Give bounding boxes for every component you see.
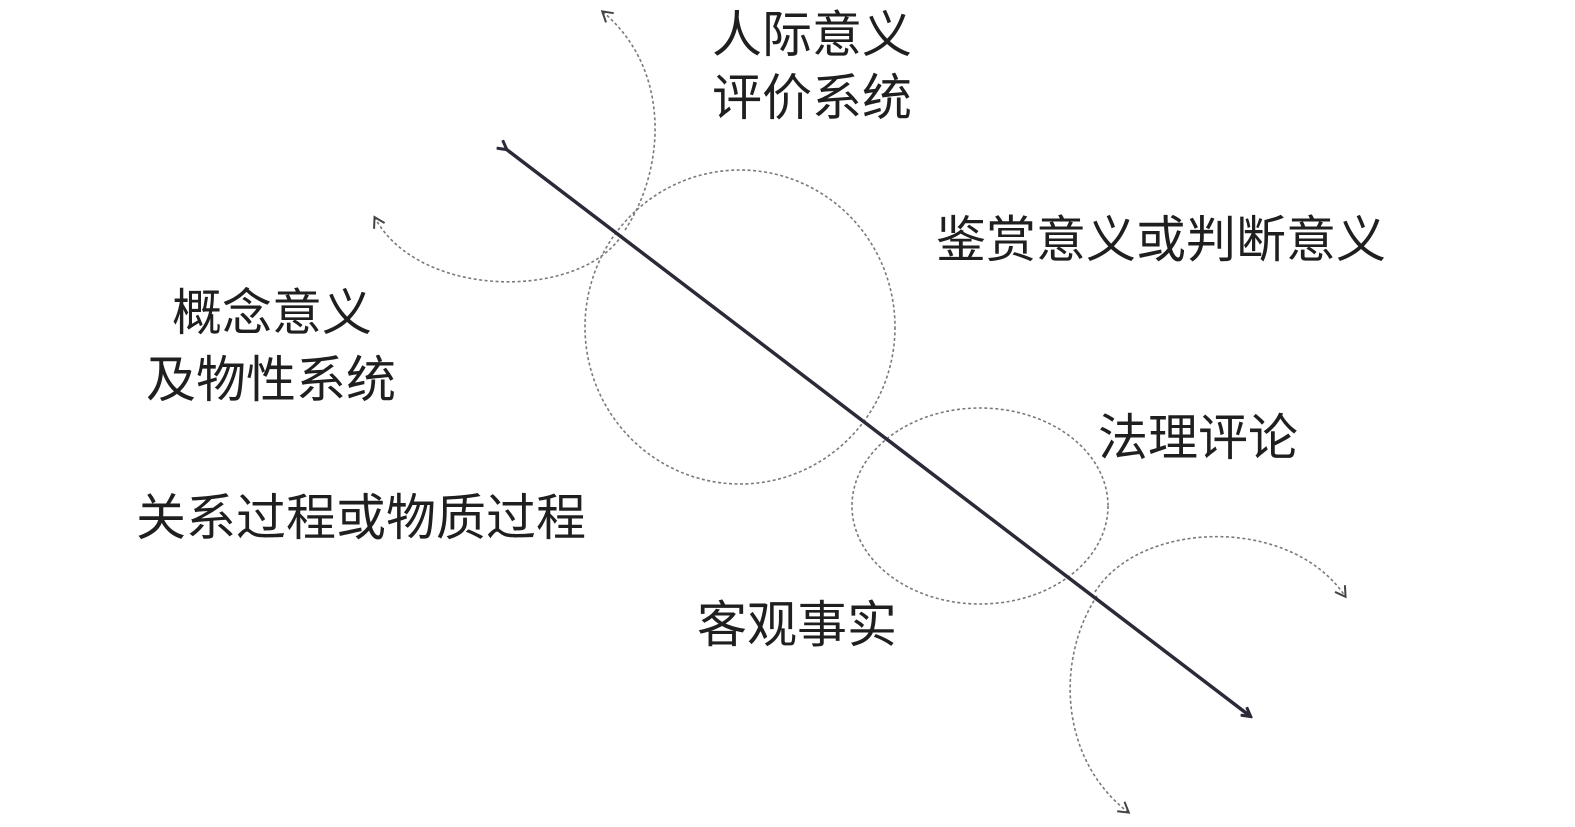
dashed-arrow-left [373, 215, 623, 283]
label-interpersonal-line1: 人际意义 [712, 6, 912, 64]
label-objective-facts: 客观事实 [697, 596, 897, 654]
dashed-arrow-right [1094, 535, 1347, 599]
lower-dashed-ellipse [851, 407, 1109, 605]
label-legal-commentary: 法理评论 [1098, 409, 1298, 467]
label-interpersonal-line2: 评价系统 [712, 69, 912, 127]
label-ideational-line2: 及物性系统 [146, 351, 396, 409]
label-ideational-line1: 概念意义 [172, 284, 372, 342]
label-appreciation: 鉴赏意义或判断意义 [936, 211, 1386, 269]
main-axis-arrow [506, 149, 1250, 716]
dashed-arrow-top [600, 10, 656, 231]
label-processes: 关系过程或物质过程 [136, 489, 586, 547]
dashed-arrow-bottom [1069, 595, 1131, 814]
